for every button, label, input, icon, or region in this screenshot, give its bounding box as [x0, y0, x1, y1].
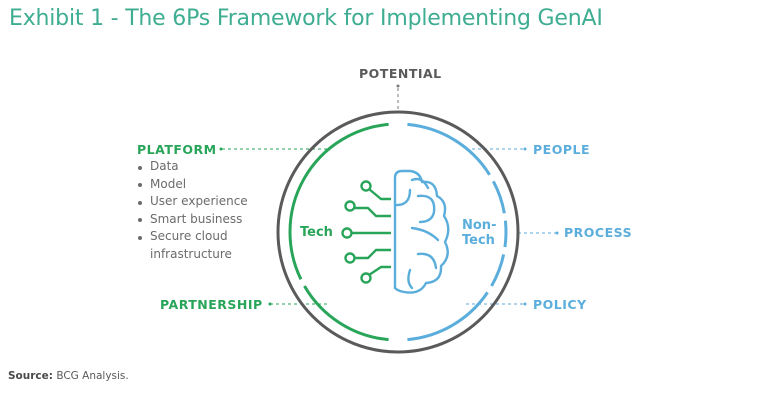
non-tech-arc-segment — [492, 180, 506, 214]
people-label: PEOPLE — [533, 142, 590, 157]
outer-ring — [276, 110, 520, 354]
non-tech-arc-segment — [407, 122, 491, 176]
tech-label: Tech — [300, 225, 333, 240]
non-tech-arc-segment — [407, 291, 489, 342]
platform-item: User experience — [137, 193, 248, 211]
platform-item: Model — [137, 176, 248, 194]
platform-item: Smart business — [137, 211, 248, 229]
circuit-icon — [341, 180, 391, 284]
people-dot — [523, 147, 527, 151]
potential-dot — [396, 84, 400, 88]
platform-dot — [219, 147, 223, 151]
potential-label: POTENTIAL — [359, 66, 442, 81]
source-note: Source: BCG Analysis. — [8, 370, 129, 382]
non-tech-label: Non- Tech — [462, 218, 496, 248]
source-text: BCG Analysis. — [52, 370, 129, 382]
platform-item: Data — [137, 158, 248, 176]
process-dot — [555, 231, 559, 235]
platform-item: Secure cloud — [137, 228, 248, 246]
non-tech-line2: Tech — [462, 233, 495, 248]
tech-arc-segment — [288, 122, 389, 281]
non-tech-arc-segment — [490, 254, 506, 287]
policy-dot — [523, 302, 527, 306]
platform-items: Data Model User experience Smart busines… — [137, 158, 248, 264]
non-tech-arc-segment — [503, 220, 508, 248]
exhibit-title: Exhibit 1 - The 6Ps Framework for Implem… — [9, 6, 603, 31]
brain-icon — [393, 169, 450, 294]
partnership-label: PARTNERSHIP — [160, 297, 263, 312]
policy-label: POLICY — [533, 297, 587, 312]
platform-label: PLATFORM — [137, 142, 217, 157]
partnership-dot — [268, 302, 272, 306]
platform-item-continuation: infrastructure — [150, 246, 232, 261]
non-tech-line1: Non- — [462, 218, 497, 233]
tech-arc-segment — [303, 285, 389, 342]
source-prefix: Source: — [8, 370, 53, 382]
process-label: PROCESS — [564, 225, 633, 240]
